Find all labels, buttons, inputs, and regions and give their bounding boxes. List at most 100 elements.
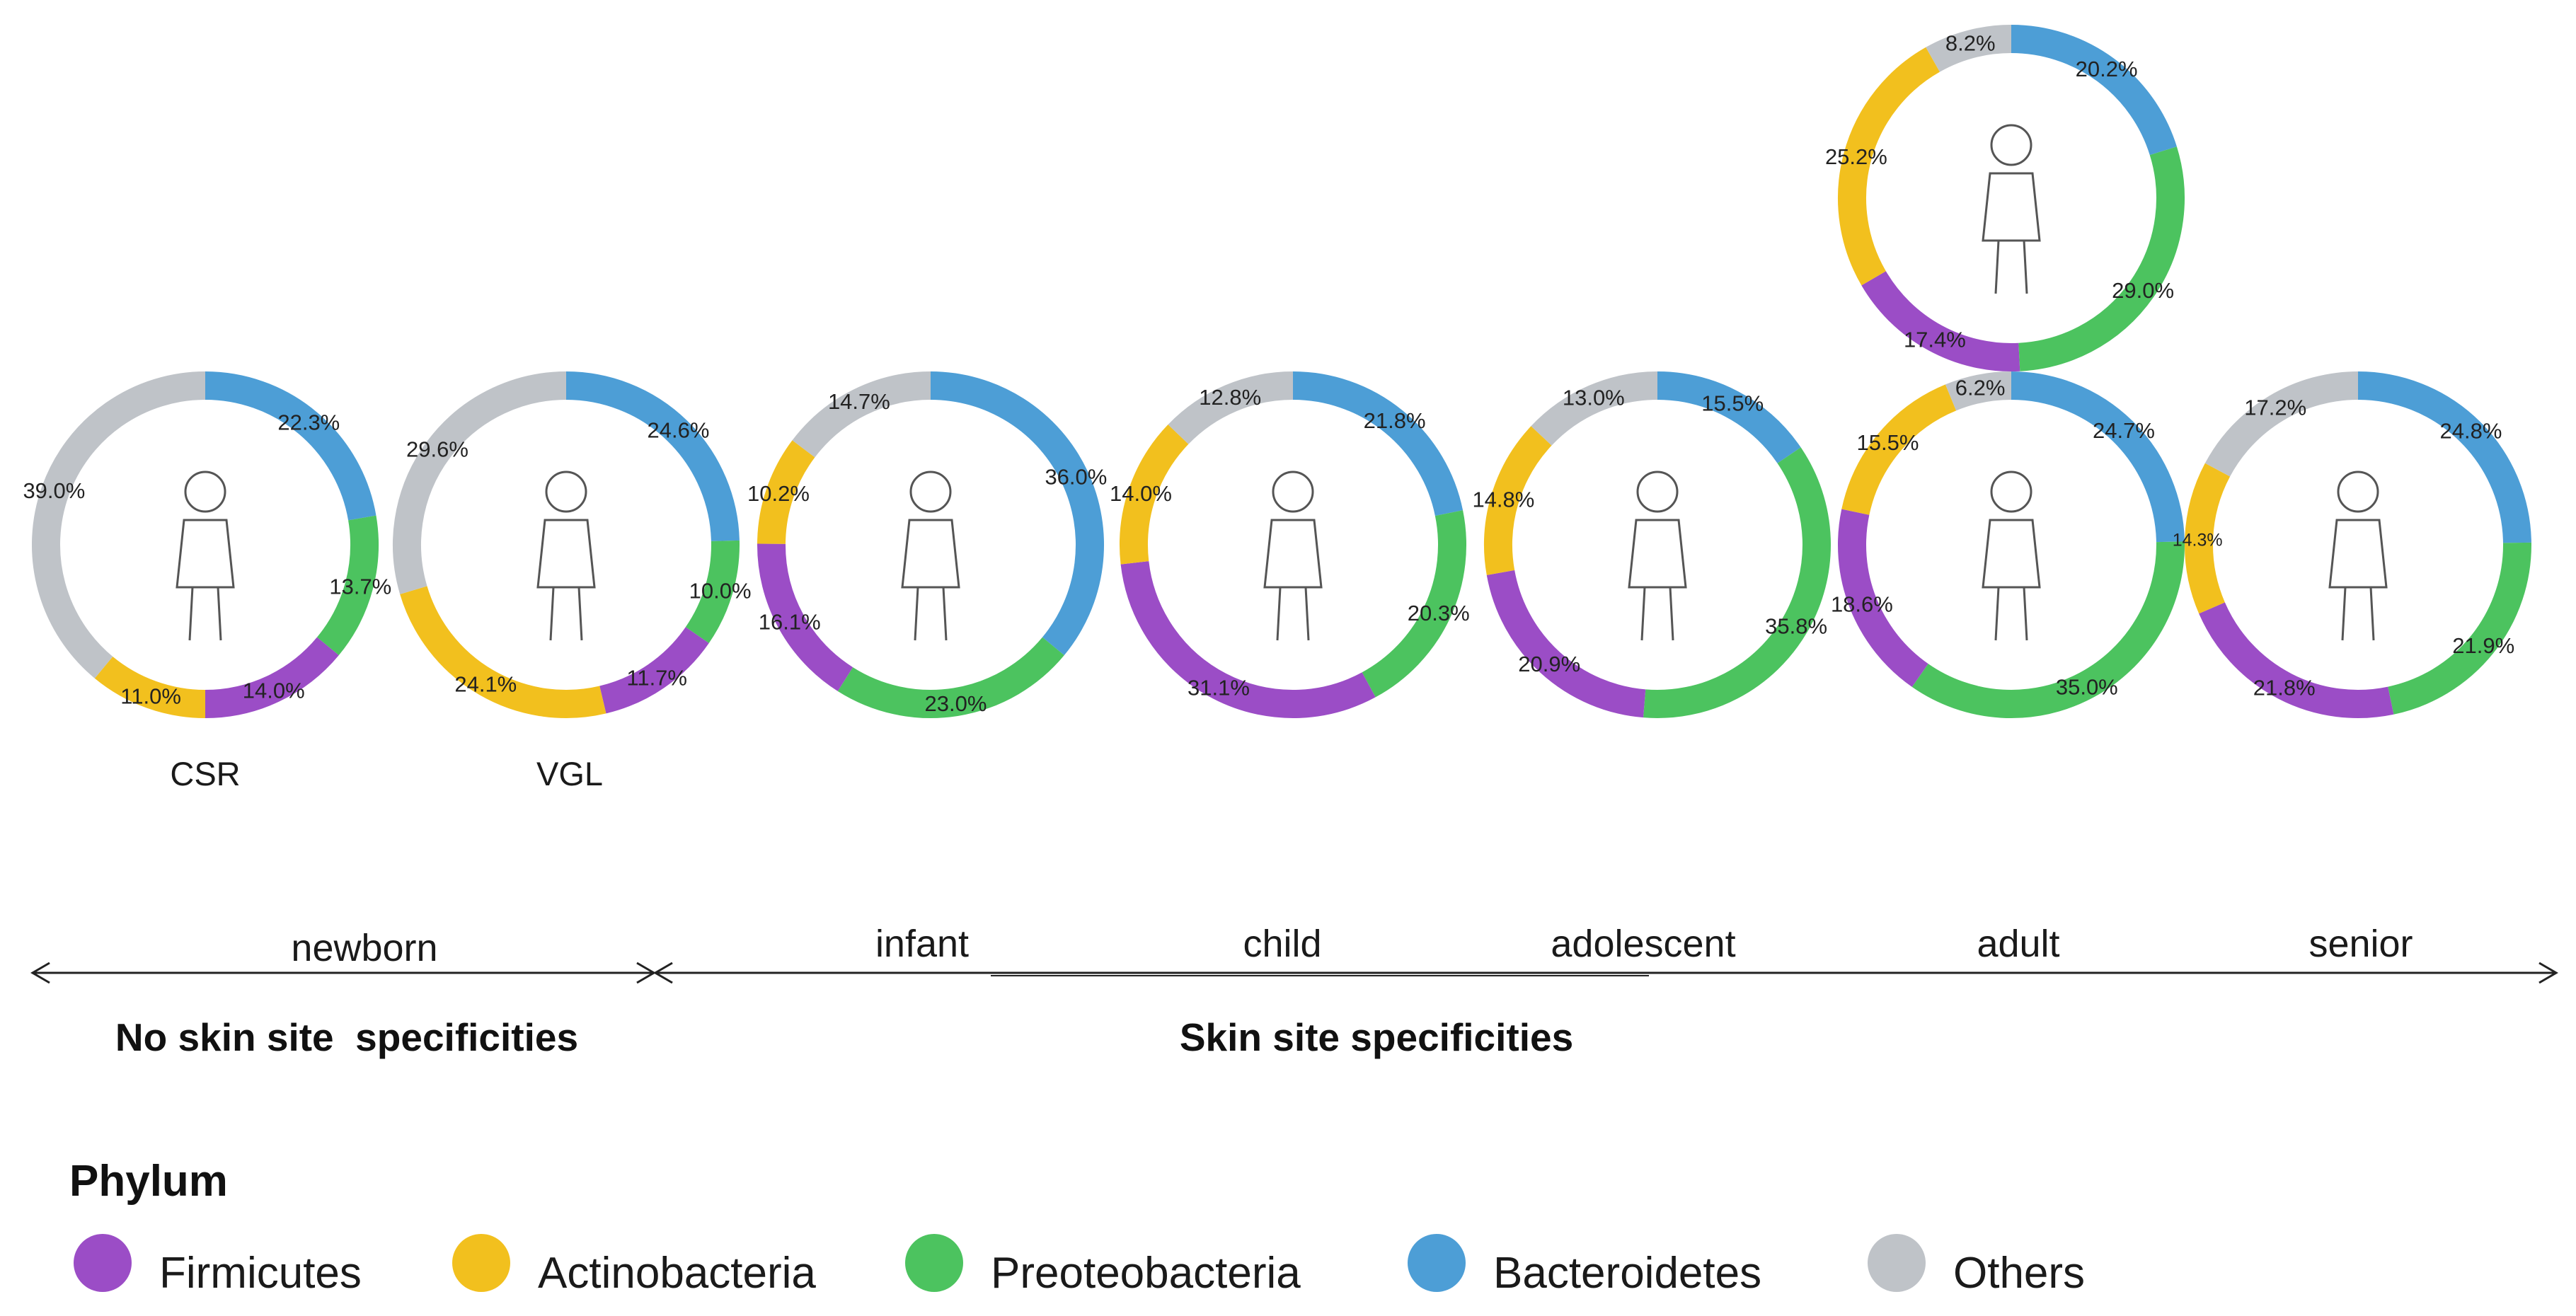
donut-8-label-firmicutes: 21.8% (2253, 676, 2316, 700)
donut-5-figure-illustration (1628, 471, 1687, 641)
legend-swatch-others (1868, 1234, 1926, 1292)
donut-5-slice-preoteobacteria (1643, 447, 1831, 718)
stage-label-infant: infant (875, 923, 969, 965)
timeline-arrowhead-left (30, 962, 50, 984)
donut-1-label-preoteobacteria: 13.7% (329, 575, 391, 599)
donut-1-label-bacteroidetes: 22.3% (277, 410, 340, 435)
section-label-no-skin-site: No skin site specificities (115, 1015, 578, 1059)
donut-4-slice-bacteroidetes (1292, 371, 1464, 516)
donut-chart-6: 20.2%29.0%17.4%25.2%8.2% (1825, 25, 2185, 371)
donut-3-slice-others (792, 371, 931, 458)
donut-3-slice-bacteroidetes (930, 371, 1104, 656)
legend-swatch-bacteroidetes (1408, 1234, 1466, 1292)
donut-6-figure-illustration (1982, 124, 2041, 294)
donut-4-label-preoteobacteria: 20.3% (1408, 601, 1470, 625)
legend-label-actinobacteria: Actinobacteria (538, 1249, 816, 1298)
donut-6-slice-bacteroidetes (2011, 25, 2177, 156)
donut-3-label-bacteroidetes: 36.0% (1045, 464, 1107, 489)
donut-3-slice-actinobacteria (757, 440, 815, 545)
donut-1-slice-others (32, 371, 206, 679)
donut-6-slice-preoteobacteria (2018, 146, 2185, 371)
donut-1-label-actinobacteria: 11.0% (120, 684, 181, 709)
donut-6-slice-others (1926, 25, 2012, 72)
donut-2-label-firmicutes: 11.7% (626, 665, 687, 690)
donut-chart-3: 36.0% 23.0% 16.1% 10.2% 14.7% (747, 371, 1107, 718)
donut-1-slice-preoteobacteria (316, 515, 379, 656)
donut-2-slice-others (393, 371, 567, 594)
donut-chart-4: 21.8%20.3%31.1%14.0%12.8% (1110, 371, 1470, 718)
donut-charts-layer: 22.3%13.7%14.0%11.0%39.0%CSR24.6%10.0%11… (23, 25, 2531, 792)
donut-4-label-actinobacteria: 14.0% (1110, 481, 1172, 506)
donut-chart-2: 24.6%10.0%11.7%24.1%29.6%VGL (393, 371, 752, 792)
timeline-arrowhead-main-left (653, 962, 673, 984)
section-label-skin-site: Skin site specificities (1180, 1015, 1573, 1059)
donut-1-label-firmicutes: 14.0% (243, 678, 305, 703)
donut-5-label-firmicutes: 20.9% (1518, 652, 1580, 676)
donut-6-label-actinobacteria: 25.2% (1825, 144, 1887, 169)
donut-2-figure-illustration (536, 471, 596, 641)
donut-1-slice-firmicutes (205, 637, 339, 718)
legend: Phylum Firmicutes Actinobacteria Preoteoba… (69, 1157, 2085, 1298)
donut-7-slice-firmicutes (1838, 509, 1928, 687)
donut-5-slice-others (1531, 371, 1658, 446)
donut-8-slice-others (2204, 371, 2359, 477)
donut-8-label-others: 17.2% (2244, 395, 2306, 420)
donut-7-label-actinobacteria: 15.5% (1857, 430, 1919, 455)
donut-2-slice-bacteroidetes (565, 371, 740, 542)
donut-4-figure-illustration (1263, 471, 1323, 641)
donut-1-figure-illustration (176, 471, 235, 641)
donut-8-label-preoteobacteria: 21.9% (2452, 633, 2514, 658)
legend-label-others: Others (1953, 1249, 2085, 1298)
donut-3-label-firmicutes: 16.1% (759, 610, 821, 635)
donut-4-slice-actinobacteria (1120, 425, 1189, 565)
donut-4-slice-others (1168, 371, 1294, 445)
donut-6-label-firmicutes: 17.4% (1904, 328, 1966, 352)
legend-label-bacteroidetes: Bacteroidetes (1493, 1249, 1761, 1298)
legend-label-preoteobacteria: Preoteobacteria (991, 1249, 1301, 1298)
donut-3-slice-firmicutes (757, 543, 853, 691)
donut-5-label-bacteroidetes: 15.5% (1701, 391, 1764, 415)
donut-8-label-bacteroidetes: 24.8% (2440, 419, 2502, 444)
donut-4-slice-preoteobacteria (1362, 510, 1466, 698)
donut-6-label-others: 8.2% (1945, 31, 1996, 56)
donut-2-slice-preoteobacteria (685, 540, 740, 643)
stage-label-senior: senior (2308, 923, 2413, 965)
donut-3-figure-illustration (901, 471, 960, 641)
stage-label-adult: adult (1977, 923, 2059, 965)
donut-chart-8: 24.8% 21.9% 21.8% 14.3% 17.2% (2173, 371, 2531, 718)
donut-2-label-actinobacteria: 24.1% (454, 672, 517, 697)
donut-1-slice-actinobacteria (94, 656, 206, 718)
timeline-arrowhead-right (2538, 962, 2558, 984)
donut-8-slice-preoteobacteria (2387, 542, 2531, 715)
donut-4-label-firmicutes: 31.1% (1188, 675, 1250, 700)
legend-swatch-actinobacteria (452, 1234, 510, 1292)
donut-chart-1: 22.3% 13.7% 14.0% 11.0% 39.0% CSR (23, 371, 391, 792)
donut-7-slice-others (1945, 371, 2012, 411)
donut-7-figure-illustration (1982, 471, 2041, 641)
donut-6-slice-firmicutes (1861, 270, 2020, 371)
legend-swatch-firmicutes (74, 1234, 132, 1292)
stage-label-child: child (1243, 923, 1321, 965)
donut-2-label-others: 29.6% (406, 437, 468, 461)
stage-label-newborn: newborn (291, 927, 437, 969)
legend-label-firmicutes: Firmicutes (159, 1249, 362, 1298)
donut-3-label-actinobacteria: 10.2% (747, 481, 810, 506)
donut-8-label-actinobacteria: 14.3% (2173, 531, 2223, 550)
donut-3-slice-preoteobacteria (837, 637, 1064, 718)
donut-chart-7: 24.7%35.0%18.6%15.5%6.2% (1831, 371, 2185, 718)
donut-1-slice-bacteroidetes (205, 371, 376, 521)
age-timeline: newborn infant child adolescent adult se… (30, 923, 2558, 1059)
donut-7-label-firmicutes: 18.6% (1831, 592, 1893, 617)
donut-7-label-preoteobacteria: 35.0% (2056, 674, 2118, 699)
donut-5-slice-bacteroidetes (1657, 371, 1801, 464)
legend-swatch-preoteobacteria (905, 1234, 963, 1292)
stage-label-adolescent: adolescent (1551, 923, 1735, 965)
donut-3-label-preoteobacteria: 23.0% (925, 691, 987, 716)
donut-1-group-label: CSR (170, 755, 240, 792)
donut-3-label-others: 14.7% (828, 389, 890, 414)
legend-title: Phylum (69, 1157, 228, 1206)
donut-7-slice-bacteroidetes (2011, 371, 2185, 543)
donut-2-slice-actinobacteria (400, 586, 606, 718)
donut-1-label-others: 39.0% (23, 478, 85, 503)
